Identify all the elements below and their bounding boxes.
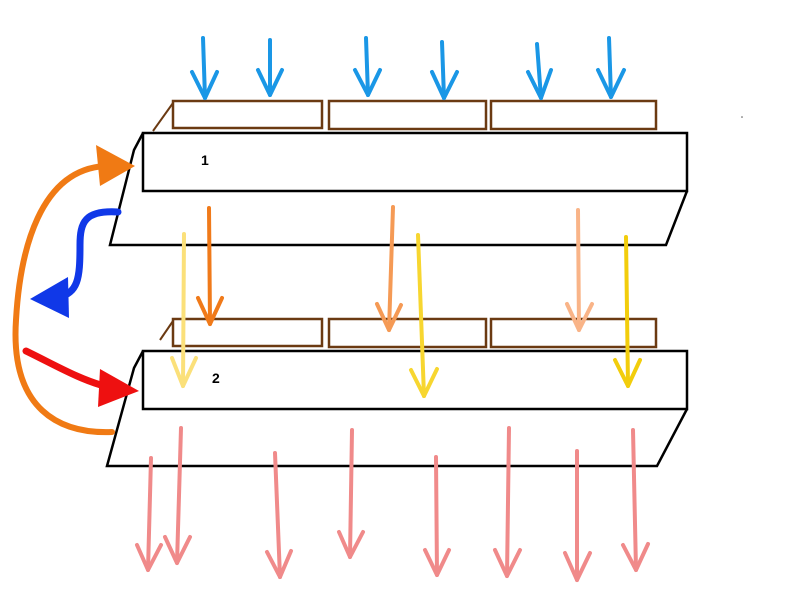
curved-arrow-icon (54, 208, 122, 302)
box-1-label: 1 (201, 152, 209, 168)
down-arrow-icon (163, 426, 192, 565)
loop-blue (30, 208, 122, 318)
box-1-cell-2 (327, 99, 488, 131)
down-arrow-icon (493, 426, 522, 578)
down-arrow-icon (423, 455, 451, 577)
box-2-label: 2 (212, 370, 220, 386)
down-arrow-icon (170, 232, 198, 388)
loop-red-head (98, 369, 139, 407)
loop-orange (12, 145, 135, 436)
loop-blue-head (30, 277, 69, 318)
transfer-arrows (170, 205, 642, 398)
down-arrow-icon (196, 206, 224, 326)
down-arrow-icon (565, 208, 594, 332)
box-2 (105, 317, 689, 468)
box-1-side (108, 132, 689, 247)
down-arrow-icon (190, 36, 219, 100)
down-arrow-icon (563, 449, 592, 582)
outflow-arrows (135, 426, 650, 582)
down-arrow-icon (430, 40, 459, 100)
box-2-side (105, 350, 689, 468)
inflow-arrows (190, 36, 626, 100)
box-2-cell-1 (171, 317, 324, 348)
box-2-cell-edge (159, 320, 174, 341)
down-arrow-icon (135, 456, 163, 572)
box-1-cell-edge (152, 102, 174, 132)
curved-arrow-icon (12, 163, 115, 436)
down-arrow-icon (265, 451, 293, 579)
down-arrow-icon (613, 235, 642, 388)
speck (741, 116, 743, 118)
box-1-cell-3 (489, 99, 658, 131)
box-1-cell-1 (171, 99, 324, 130)
down-arrow-icon (596, 36, 626, 99)
down-arrow-icon (337, 428, 365, 559)
down-arrow-icon (353, 36, 382, 97)
down-arrow-icon (409, 233, 439, 398)
down-arrow-icon (526, 42, 553, 100)
curved-arrow-icon (22, 347, 112, 391)
box-2-cell-2 (327, 317, 488, 349)
down-arrow-icon (256, 38, 284, 97)
loop-orange-head (96, 145, 135, 186)
loop-red (22, 347, 139, 407)
down-arrow-icon (375, 205, 403, 332)
box-1-front (141, 131, 689, 193)
box-1 (108, 99, 689, 247)
down-arrow-icon (621, 428, 650, 572)
box-2-cell-3 (489, 317, 658, 349)
